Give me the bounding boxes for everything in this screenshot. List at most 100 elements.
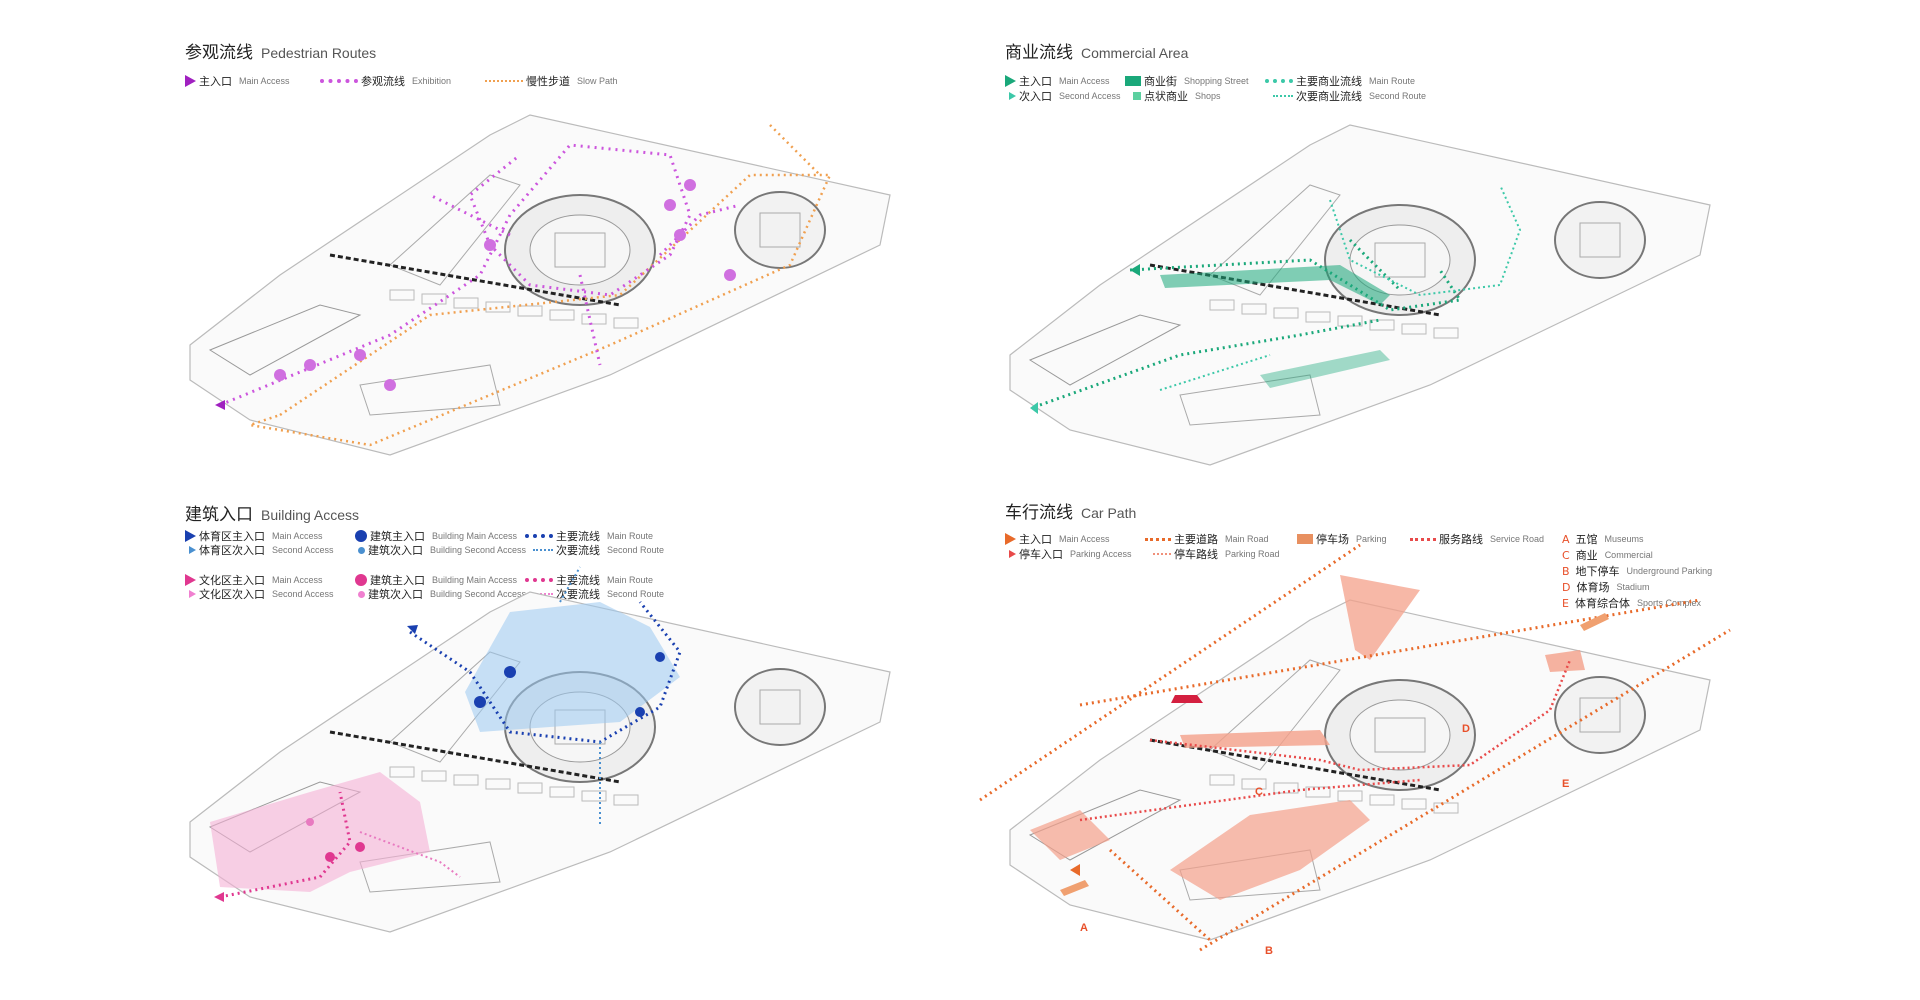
title-en: Car Path — [1081, 505, 1137, 521]
parking-area — [1180, 730, 1330, 748]
legend-cn: 主要流线 — [556, 574, 600, 587]
dotted-line-icon — [1410, 537, 1436, 541]
building-unit — [517, 782, 543, 794]
legend-en: Building Second Access — [430, 589, 527, 599]
running-track — [734, 668, 826, 746]
legend-en: Second Access — [272, 545, 334, 555]
car-icon — [1060, 880, 1089, 896]
legend-exhibition: 参观流线 Exhibition — [320, 73, 451, 89]
building-block — [1209, 659, 1341, 771]
legend-en: Second Route — [1369, 91, 1427, 101]
title-cn: 车行流线 — [1005, 503, 1073, 523]
triangle-icon — [1005, 533, 1016, 545]
swatch — [1297, 534, 1313, 544]
legend-cn: 停车路线 — [1174, 548, 1218, 561]
legend-cn: 主入口 — [1019, 533, 1052, 546]
legend-item: 主要流线 Main Route — [525, 572, 653, 588]
legend-cn: 主要流线 — [556, 530, 600, 543]
parking-area — [1340, 575, 1420, 660]
legend-cn: 参观流线 — [361, 75, 405, 88]
legend-cn: 文化区主入口 — [199, 574, 265, 587]
zone-letter: D — [1562, 580, 1571, 594]
legend-en: Second Access — [1059, 91, 1121, 101]
legend-cn: 停车入口 — [1019, 548, 1063, 561]
triangle-icon — [189, 546, 196, 554]
second-commercial-route — [1159, 184, 1522, 391]
building-unit — [453, 774, 479, 786]
legend-en: Main Route — [607, 531, 654, 541]
building-unit — [549, 786, 575, 798]
building-unit — [581, 313, 607, 325]
building-unit — [1241, 303, 1267, 315]
legend-cn: 次要商业流线 — [1296, 90, 1362, 103]
dotted-line-icon — [1145, 537, 1171, 541]
legend-en: Main Route — [1369, 76, 1416, 86]
dotted-line-icon — [485, 80, 523, 82]
zone-letter: C — [1562, 548, 1570, 562]
road-dashed-line — [329, 730, 621, 784]
shopping-street-area — [1260, 350, 1390, 388]
legend-en: Service Road — [1490, 534, 1545, 544]
zone-letter: A — [1562, 532, 1570, 546]
building-unit — [1209, 299, 1235, 311]
swatch — [1133, 92, 1141, 100]
building-unit — [1273, 782, 1299, 794]
football-pitch — [1374, 717, 1426, 753]
legend-cn: 建筑主入口 — [370, 530, 425, 543]
zone-cn: 五馆 — [1575, 533, 1598, 546]
legend-en: Building Main Access — [432, 575, 518, 585]
building-block — [359, 841, 501, 893]
building-unit — [485, 778, 511, 790]
legend-cn: 主入口 — [1019, 75, 1052, 88]
zone-en: Stadium — [1616, 582, 1650, 592]
building-unit — [1209, 774, 1235, 786]
building-unit — [549, 309, 575, 321]
zone-label-e: E — [1562, 778, 1570, 790]
pedestrian-routes-panel: 参观流线 Pedestrian Routes 主入口 Main Access 参观流… — [180, 30, 1000, 510]
site-plan — [979, 543, 1731, 952]
triangle-icon — [1009, 550, 1016, 558]
zone-label-c: C — [1255, 786, 1263, 798]
site-plan — [189, 114, 891, 456]
building-unit — [389, 289, 415, 301]
zone-label-d: D — [1462, 723, 1470, 735]
building-unit — [1305, 786, 1331, 798]
zone-cn: 地下停车 — [1575, 565, 1620, 578]
dotted-line-icon — [320, 79, 358, 83]
legend-en: Main Access — [272, 531, 323, 541]
building-unit — [1401, 798, 1427, 810]
legend-en: Main Access — [1059, 76, 1110, 86]
building-block — [1179, 374, 1321, 426]
legend-en: Exhibition — [412, 76, 452, 86]
legend-cn: 主入口 — [199, 75, 232, 88]
title-en: Pedestrian Routes — [261, 45, 377, 61]
legend-cn: 次入口 — [1019, 90, 1052, 103]
legend-en: Main Road — [1225, 534, 1269, 544]
legend-en: Main Access — [239, 76, 290, 86]
building-unit — [1241, 778, 1267, 790]
main-access-marker — [1070, 864, 1080, 876]
building-unit — [485, 301, 511, 313]
legend-cn: 停车场 — [1316, 533, 1349, 546]
legend-en: Main Route — [607, 575, 654, 585]
legend-cn: 主要商业流线 — [1296, 75, 1362, 88]
legend-en: Second Access — [272, 589, 334, 599]
zone-en: Commercial — [1604, 550, 1653, 560]
swatch — [1125, 76, 1141, 86]
main-commercial-route — [1039, 238, 1463, 407]
main-access-marker — [215, 400, 225, 410]
